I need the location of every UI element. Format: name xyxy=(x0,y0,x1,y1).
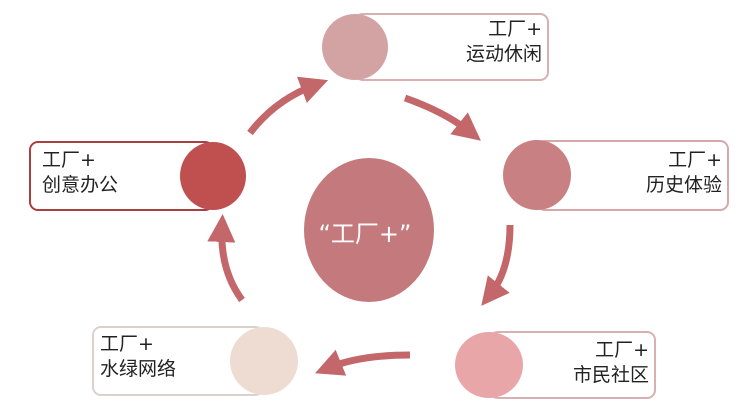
center-label: “工厂+” xyxy=(318,220,412,248)
node-label-history: 工厂+ 历史体验 xyxy=(580,148,722,198)
node-circle-sports xyxy=(322,14,388,80)
node-title: 创意办公 xyxy=(42,174,119,196)
node-circle-history xyxy=(503,140,571,210)
node-circle-community xyxy=(455,332,523,398)
node-circle-green xyxy=(230,327,298,395)
arrow-office-to-sports xyxy=(247,76,329,136)
node-label-community: 工厂+ 市民社区 xyxy=(510,338,649,388)
node-title: 水绿网络 xyxy=(100,358,177,380)
node-prefix: 工厂+ xyxy=(100,333,154,355)
node-title: 运动休闲 xyxy=(465,43,542,65)
node-prefix: 工厂+ xyxy=(595,339,649,361)
arrow-green-to-office xyxy=(207,214,245,303)
node-label-sports: 工厂+ 运动休闲 xyxy=(400,17,542,67)
arrow-sports-to-history xyxy=(403,94,481,141)
arrow-history-to-community xyxy=(481,224,514,306)
node-prefix: 工厂+ xyxy=(668,149,722,171)
node-label-office: 工厂+ 创意办公 xyxy=(42,148,182,198)
node-title: 市民社区 xyxy=(572,364,649,386)
node-circle-office xyxy=(180,142,246,210)
arrow-community-to-green xyxy=(315,349,411,376)
node-label-green: 工厂+ 水绿网络 xyxy=(100,332,230,382)
center-circle xyxy=(304,158,434,302)
node-title: 历史体验 xyxy=(645,174,722,196)
node-prefix: 工厂+ xyxy=(488,18,542,40)
node-prefix: 工厂+ xyxy=(42,149,96,171)
